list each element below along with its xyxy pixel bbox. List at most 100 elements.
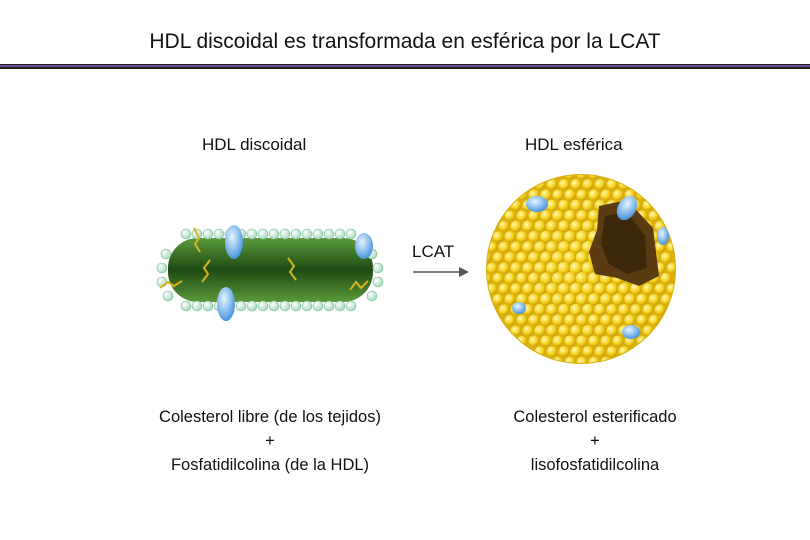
phospholipid-head <box>323 300 335 312</box>
protein-icon <box>217 287 235 321</box>
diagram-title: HDL discoidal es transformada en esféric… <box>149 30 661 53</box>
lipid-sphere <box>546 325 558 337</box>
lipid-sphere <box>630 304 642 316</box>
lipid-sphere <box>546 241 558 254</box>
protein-icon <box>225 225 243 259</box>
lipid-sphere <box>546 282 558 295</box>
lipid-sphere <box>551 272 565 285</box>
lipid-sphere <box>498 220 510 232</box>
lipid-sphere <box>594 346 606 357</box>
lipid-sphere <box>576 230 588 243</box>
lipid-sphere <box>600 335 612 347</box>
lipid-sphere <box>492 273 504 284</box>
apolipoprotein-icons <box>512 195 669 339</box>
lipid-sphere <box>534 179 546 190</box>
lipid-sphere <box>564 189 576 201</box>
lipid-sphere <box>516 335 528 347</box>
lipid-sphere <box>558 179 570 190</box>
lipid-sphere <box>516 210 528 222</box>
cholesterol-icon <box>193 227 201 253</box>
discoidal-hdl-illustration <box>156 225 384 321</box>
protein-icon <box>657 227 669 245</box>
protein-icon <box>616 195 638 221</box>
caption-line: Colesterol esterificado <box>513 408 677 426</box>
lipid-sphere <box>487 273 492 284</box>
lipid-sphere <box>588 335 600 347</box>
lipid-sphere <box>534 325 546 337</box>
lipid-sphere <box>510 241 522 253</box>
lipid-sphere <box>540 293 552 306</box>
lipid-sphere <box>516 231 528 243</box>
lipid-sphere <box>564 210 576 222</box>
lipid-sphere <box>504 231 516 243</box>
lipid-bilayer-core <box>168 238 373 302</box>
lipid-sphere <box>498 304 510 316</box>
lipid-sphere <box>540 230 552 243</box>
lipid-sphere <box>576 356 588 363</box>
phospholipid-head <box>191 300 203 312</box>
lipid-sphere <box>654 283 666 295</box>
lipid-sphere <box>540 210 552 222</box>
phospholipid-head <box>162 290 174 302</box>
lipid-sphere <box>558 220 570 233</box>
caption-line: Fosfatidilcolina (de la HDL) <box>170 456 370 474</box>
cholesterol-icon <box>287 257 297 281</box>
lipid-sphere <box>636 293 648 305</box>
lipid-sphere <box>510 262 522 274</box>
lipid-sphere <box>624 314 636 326</box>
lipid-sphere <box>528 251 540 264</box>
lipid-sphere <box>575 272 589 285</box>
heading-hdl-esferica: HDL esférica <box>525 135 623 154</box>
lipid-sphere <box>510 283 522 295</box>
lipid-sphere <box>612 293 624 306</box>
lipid-sphere <box>606 325 618 337</box>
caption-line: + <box>590 432 600 450</box>
caption-esferica: Colesterol esterificado + lisofosfatidil… <box>470 405 720 477</box>
lipid-sphere <box>557 241 571 254</box>
lipid-sphere <box>581 282 595 295</box>
lipid-sphere <box>576 189 588 201</box>
phospholipid-head <box>257 300 269 312</box>
lipid-sphere <box>522 262 534 274</box>
lipid-sphere <box>516 314 528 326</box>
lipid-sphere <box>606 303 618 316</box>
protein-icon <box>622 325 640 339</box>
lipid-sphere <box>570 220 582 233</box>
lipid-sphere <box>552 230 564 243</box>
lipid-sphere <box>552 293 564 306</box>
lipid-sphere <box>552 210 564 222</box>
lipid-sphere <box>575 251 589 264</box>
title-divider <box>0 64 810 69</box>
lipid-sphere <box>569 240 583 254</box>
lipid-sphere <box>594 179 606 190</box>
lipid-sphere <box>540 335 552 347</box>
lipid-sphere <box>540 251 552 264</box>
lipid-sphere <box>546 346 558 357</box>
lipid-sphere <box>528 210 540 222</box>
lipid-sphere <box>575 293 589 306</box>
lipid-sphere <box>534 241 546 253</box>
cholesterol-icon <box>159 280 183 289</box>
phospholipid-head <box>246 300 258 312</box>
phospholipid-head <box>301 228 313 240</box>
lipid-sphere <box>564 175 576 180</box>
lipid-sphere <box>660 273 672 284</box>
lipid-sphere <box>504 272 516 284</box>
lipid-sphere <box>642 304 654 316</box>
lipid-sphere <box>570 303 582 316</box>
lipid-sphere <box>588 293 600 306</box>
lipid-sphere <box>588 314 600 326</box>
lipid-sphere <box>612 189 624 201</box>
lipid-sphere <box>557 261 571 275</box>
lipid-sphere <box>528 335 540 347</box>
phospholipid-head <box>279 300 291 312</box>
lipid-sphere <box>630 283 642 295</box>
lipid-sphere <box>540 314 552 326</box>
lipid-sphere <box>528 314 540 326</box>
protein-icon <box>355 233 373 259</box>
lipid-sphere <box>534 283 546 295</box>
lipid-sphere <box>593 282 607 295</box>
lipid-sphere <box>504 293 516 305</box>
lipid-sphere <box>558 346 570 357</box>
phospholipid-head <box>268 228 280 240</box>
